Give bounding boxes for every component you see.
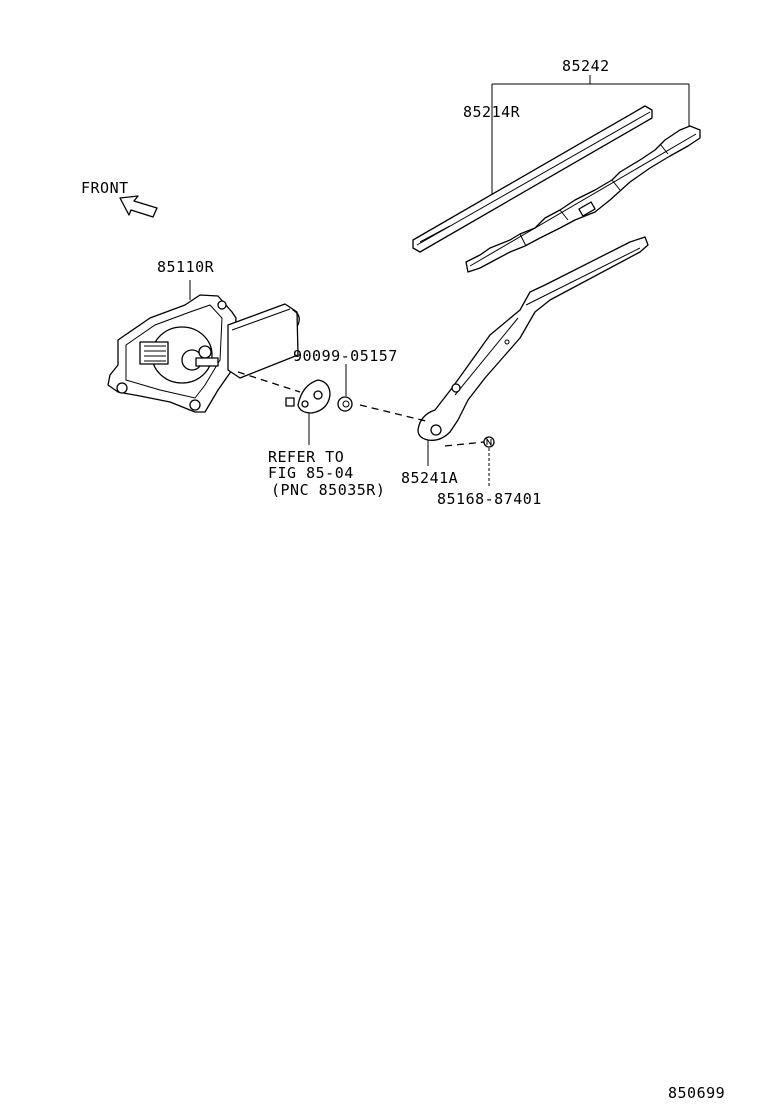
front-label: FRONT [81, 179, 129, 197]
blade-assembly-leader [491, 75, 690, 196]
assembly-axis-line [237, 371, 485, 447]
wiper-blade-frame[interactable] [465, 125, 701, 273]
part-label-85241A[interactable]: 85241A [401, 469, 458, 487]
wiper-arm[interactable] [417, 236, 649, 441]
reference-note-line2: FIG 85-04 [268, 464, 354, 482]
pivot-plate[interactable] [285, 379, 331, 414]
reference-note-line3: (PNC 85035R) [271, 481, 385, 499]
part-label-85110R[interactable]: 85110R [157, 258, 215, 276]
part-label-90099-05157[interactable]: 90099-05157 [293, 347, 398, 365]
part-label-85168-87401[interactable]: 85168-87401 [437, 490, 542, 508]
wiper-rubber-strip[interactable] [412, 105, 653, 253]
reference-note-line1: REFER TO [268, 448, 344, 466]
figure-number: 850699 [668, 1084, 725, 1102]
front-arrow-icon [119, 195, 158, 218]
part-label-85242[interactable]: 85242 [562, 57, 610, 75]
arm-nut[interactable] [483, 436, 495, 448]
wiper-motor[interactable] [107, 294, 300, 413]
part-label-85214R[interactable]: 85214R [463, 103, 521, 121]
nut-90099[interactable] [337, 396, 353, 412]
